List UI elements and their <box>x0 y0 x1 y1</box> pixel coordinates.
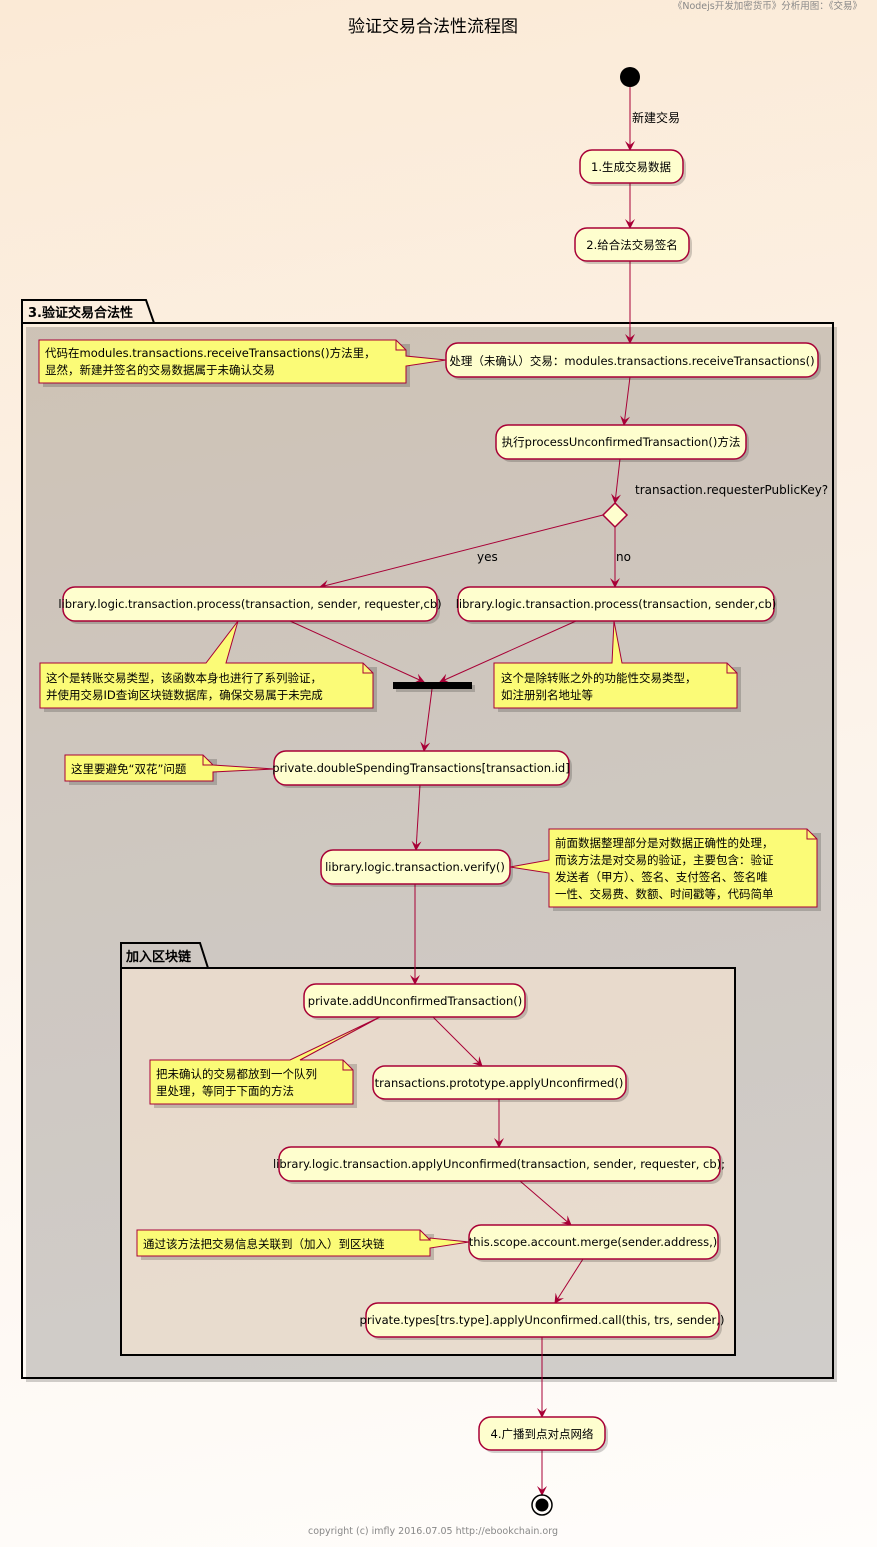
svg-text:library.logic.transaction.proc: library.logic.transaction.process(transa… <box>456 597 777 611</box>
note-process-no: 这个是除转账之外的功能性交易类型， 如注册别名地址等 <box>493 620 741 712</box>
join-bar <box>393 682 472 689</box>
diagram-title: 验证交易合法性流程图 <box>348 17 518 37</box>
node-double-spending: private.doubleSpendingTransactions[trans… <box>272 750 572 788</box>
svg-text:library.logic.transaction.veri: library.logic.transaction.verify() <box>325 860 505 874</box>
footer-copyright: copyright (c) imfly 2016.07.05 http://eb… <box>308 1526 558 1537</box>
note-process-yes: 这个是转账交易类型，该函数本身也进行了系列验证， 并使用交易ID查询区块链数据库… <box>39 620 377 712</box>
svg-text:这个是除转账之外的功能性交易类型，: 这个是除转账之外的功能性交易类型， <box>501 671 697 685</box>
svg-text:this.scope.account.merge(sende: this.scope.account.merge(sender.address,… <box>469 1235 718 1249</box>
node-process-unconfirmed: 执行processUnconfirmedTransaction()方法 <box>495 424 749 462</box>
node-broadcast: 4.广播到点对点网络 <box>478 1416 608 1453</box>
svg-text:前面数据整理部分是对数据正确性的处理，: 前面数据整理部分是对数据正确性的处理， <box>555 836 774 850</box>
svg-text:这里要避免“双花”问题: 这里要避免“双花”问题 <box>71 762 187 776</box>
node-add-unconfirmed: private.addUnconfirmedTransaction() <box>303 983 528 1020</box>
svg-text:private.doubleSpendingTransact: private.doubleSpendingTransactions[trans… <box>272 761 569 775</box>
node-sign: 2.给合法交易签名 <box>574 227 692 264</box>
end-node <box>531 1494 553 1516</box>
svg-text:通过该方法把交易信息关联到（加入）到区块链: 通过该方法把交易信息关联到（加入）到区块链 <box>143 1237 385 1251</box>
node-process-no: library.logic.transaction.process(transa… <box>456 586 777 624</box>
svg-text:transactions.prototype.applyUn: transactions.prototype.applyUnconfirmed(… <box>375 1076 624 1090</box>
note-receive: 代码在modules.transactions.receiveTransacti… <box>38 339 447 387</box>
svg-text:处理（未确认）交易：modules.transactions: 处理（未确认）交易：modules.transactions.receiveTr… <box>449 354 814 368</box>
node-merge: this.scope.account.merge(sender.address,… <box>468 1224 721 1262</box>
node-apply-logic: library.logic.transaction.applyUnconfirm… <box>273 1146 725 1184</box>
decision-label: transaction.requesterPublicKey? <box>635 483 828 497</box>
node-types-apply: private.types[trs.type].applyUnconfirmed… <box>360 1302 725 1340</box>
package-chain-title: 加入区块链 <box>125 949 192 965</box>
svg-text:private.addUnconfirmedTransact: private.addUnconfirmedTransaction() <box>308 994 522 1008</box>
edges <box>289 87 635 1496</box>
svg-text:把未确认的交易都放到一个队列: 把未确认的交易都放到一个队列 <box>156 1067 317 1081</box>
note-verify: 前面数据整理部分是对数据正确性的处理， 而该方法是对交易的验证，主要包含：验证 … <box>509 828 821 911</box>
decision-diamond <box>601 501 629 529</box>
node-gen: 1.生成交易数据 <box>579 149 686 186</box>
svg-text:library.logic.transaction.appl: library.logic.transaction.applyUnconfirm… <box>273 1157 725 1171</box>
node-verify: library.logic.transaction.verify() <box>320 849 513 887</box>
node-process-yes: library.logic.transaction.process(transa… <box>58 586 442 624</box>
svg-text:如注册别名地址等: 如注册别名地址等 <box>501 688 593 702</box>
start-node <box>620 67 640 87</box>
header-caption: 《Nodejs开发加密货币》分析用图：《交易》 <box>673 0 862 12</box>
note-merge: 通过该方法把交易信息关联到（加入）到区块链 <box>136 1229 470 1260</box>
svg-text:这个是转账交易类型，该函数本身也进行了系列验证，: 这个是转账交易类型，该函数本身也进行了系列验证， <box>46 671 322 685</box>
svg-text:一性、交易费、数额、时间戳等，代码简单: 一性、交易费、数额、时间戳等，代码简单 <box>555 887 774 901</box>
svg-text:2.给合法交易签名: 2.给合法交易签名 <box>586 238 677 252</box>
package-validate-title: 3.验证交易合法性 <box>28 305 133 321</box>
edge-label-no: no <box>616 550 631 564</box>
svg-text:显然，新建并签名的交易数据属于未确认交易: 显然，新建并签名的交易数据属于未确认交易 <box>45 363 275 377</box>
note-add-unconfirmed: 把未确认的交易都放到一个队列 里处理，等同于下面的方法 <box>149 1016 381 1108</box>
svg-text:执行processUnconfirmedTransactio: 执行processUnconfirmedTransaction()方法 <box>502 435 741 449</box>
svg-text:1.生成交易数据: 1.生成交易数据 <box>591 160 671 174</box>
node-apply-proto: transactions.prototype.applyUnconfirmed(… <box>372 1065 629 1102</box>
svg-text:里处理，等同于下面的方法: 里处理，等同于下面的方法 <box>156 1084 294 1098</box>
svg-text:而该方法是对交易的验证，主要包含：验证: 而该方法是对交易的验证，主要包含：验证 <box>555 853 774 867</box>
svg-text:发送者（甲方）、签名、支付签名、签名唯: 发送者（甲方）、签名、支付签名、签名唯 <box>555 870 768 884</box>
node-receive: 处理（未确认）交易：modules.transactions.receiveTr… <box>445 342 821 380</box>
edge-label-new-tx: 新建交易 <box>632 110 680 125</box>
svg-text:private.types[trs.type].applyU: private.types[trs.type].applyUnconfirmed… <box>360 1313 725 1327</box>
edge-label-yes: yes <box>477 550 498 564</box>
svg-text:library.logic.transaction.proc: library.logic.transaction.process(transa… <box>58 597 441 611</box>
svg-text:代码在modules.transactions.receiv: 代码在modules.transactions.receiveTransacti… <box>45 346 376 360</box>
note-double-spending: 这里要避免“双花”问题 <box>64 754 275 785</box>
svg-text:4.广播到点对点网络: 4.广播到点对点网络 <box>491 1427 594 1441</box>
svg-text:并使用交易ID查询区块链数据库，确保交易属于未完成: 并使用交易ID查询区块链数据库，确保交易属于未完成 <box>46 688 323 702</box>
